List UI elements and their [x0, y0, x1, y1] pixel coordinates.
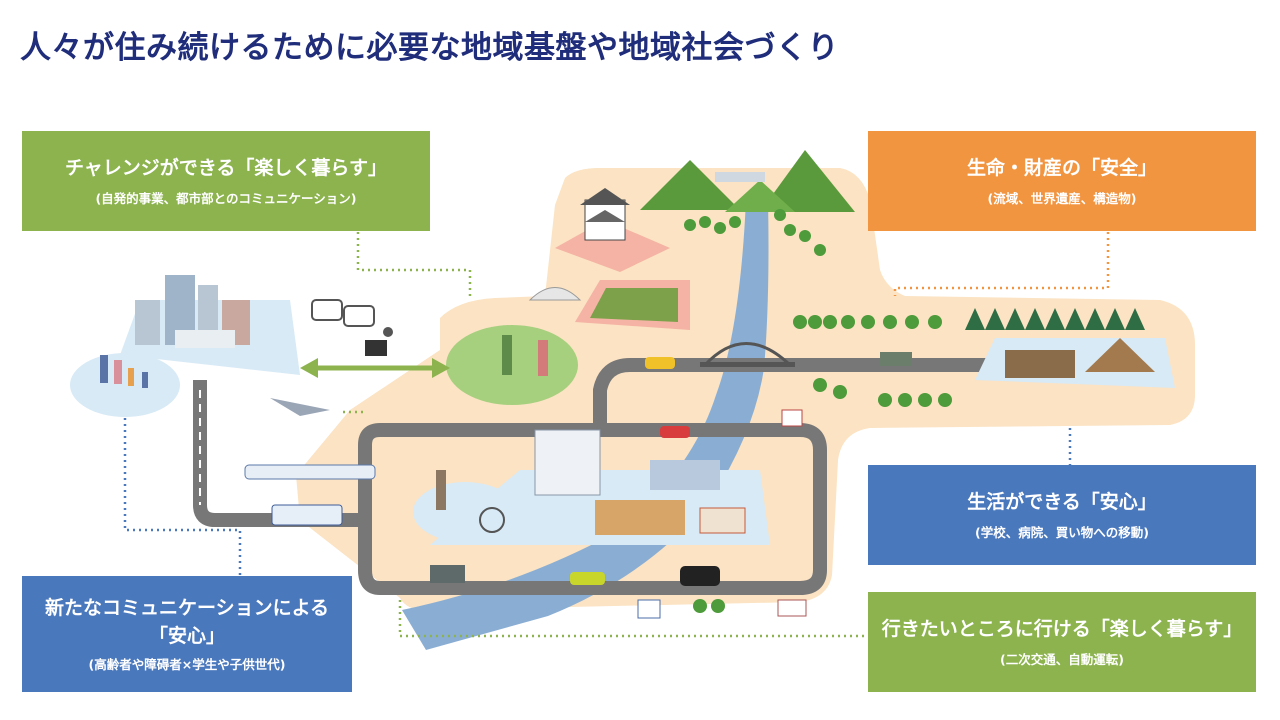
river — [402, 200, 769, 650]
info-box-safety: 生命・財産の「安全」 (流域、世界遺産、構造物) — [868, 131, 1256, 231]
page-title: 人々が住み続けるために必要な地域基盤や地域社会づくり — [20, 30, 839, 66]
city-buildings — [135, 275, 250, 348]
mountain — [640, 160, 740, 210]
school — [595, 500, 685, 535]
info-box-communication-subtitle: (高齢者や障碍者×学生や子供世代) — [88, 657, 286, 673]
info-box-mobility-subtitle: (二次交通、自動運転) — [1000, 652, 1124, 668]
road-loop — [358, 423, 827, 595]
road — [193, 380, 365, 527]
info-box-communication-title-line1: 新たなコミュニケーションによる — [44, 596, 330, 619]
bus — [271, 504, 343, 526]
hospital — [534, 429, 601, 496]
info-box-mobility: 行きたいところに行ける「楽しく暮らす」 (二次交通、自動運転) — [868, 592, 1256, 692]
house — [637, 599, 661, 619]
truck — [430, 565, 465, 583]
info-box-challenge-title: チャレンジができる「楽しく暮らす」 — [64, 156, 388, 179]
airplane — [270, 398, 330, 416]
road — [593, 358, 1000, 430]
car — [645, 357, 675, 369]
info-box-mobility-title: 行きたいところに行ける「楽しく暮らす」 — [881, 617, 1243, 640]
house — [781, 409, 803, 427]
house — [777, 599, 807, 617]
info-box-livelihood-title: 生活ができる「安心」 — [967, 490, 1157, 513]
info-box-challenge-subtitle: (自発的事業、都市部とのコミュニケーション) — [95, 191, 357, 207]
train — [244, 464, 376, 480]
info-box-livelihood: 生活ができる「安心」 (学校、病院、買い物への移動) — [868, 465, 1256, 565]
info-box-communication-title-line2: 「安心」 — [148, 624, 225, 647]
info-box-safety-subtitle: (流域、世界遺産、構造物) — [987, 191, 1137, 207]
autonomous-vehicle — [680, 566, 720, 586]
car — [570, 572, 605, 585]
mountain — [760, 150, 855, 212]
info-box-challenge: チャレンジができる「楽しく暮らす」 (自発的事業、都市部とのコミュニケーション) — [22, 131, 430, 231]
traditional-house — [1005, 350, 1075, 378]
shop — [699, 507, 746, 534]
bridge — [703, 342, 792, 367]
family-area — [70, 353, 180, 417]
info-box-safety-title: 生命・財産の「安全」 — [966, 156, 1157, 179]
truck — [880, 352, 912, 366]
info-box-communication: 新たなコミュニケーションによる 「安心」 (高齢者や障碍者×学生や子供世代) — [22, 576, 352, 692]
info-box-livelihood-subtitle: (学校、病院、買い物への移動) — [975, 525, 1149, 541]
car — [660, 426, 690, 438]
